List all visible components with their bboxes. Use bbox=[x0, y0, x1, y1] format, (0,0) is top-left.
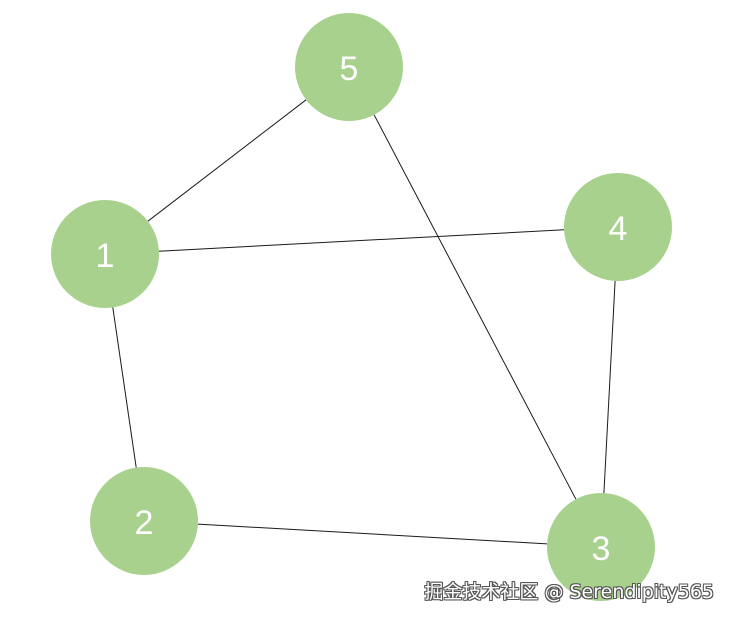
watermark: 掘金技术社区 @ Serendipity565 bbox=[424, 581, 714, 603]
edge-5-3 bbox=[373, 114, 577, 500]
node-circle-2 bbox=[90, 467, 198, 575]
edge-1-2 bbox=[112, 307, 137, 468]
node-1: 1 bbox=[51, 200, 159, 308]
node-circle-1 bbox=[51, 200, 159, 308]
node-circle-4 bbox=[564, 173, 672, 281]
edge-2-3 bbox=[197, 523, 548, 545]
node-label-5: 5 bbox=[340, 50, 359, 88]
node-label-4: 4 bbox=[609, 210, 628, 248]
node-2: 2 bbox=[90, 467, 198, 575]
node-5: 5 bbox=[295, 13, 403, 121]
node-3: 3 bbox=[547, 493, 655, 601]
edge-1-4 bbox=[158, 229, 565, 252]
node-label-3: 3 bbox=[592, 530, 611, 568]
nodes-layer: 1 2 3 4 5 bbox=[51, 13, 672, 601]
node-label-2: 2 bbox=[135, 504, 154, 542]
node-4: 4 bbox=[564, 173, 672, 281]
node-label-1: 1 bbox=[96, 237, 115, 275]
edges-layer bbox=[112, 99, 616, 545]
node-circle-3 bbox=[547, 493, 655, 601]
edge-1-5 bbox=[147, 99, 307, 222]
edge-4-3 bbox=[603, 280, 616, 494]
node-circle-5 bbox=[295, 13, 403, 121]
